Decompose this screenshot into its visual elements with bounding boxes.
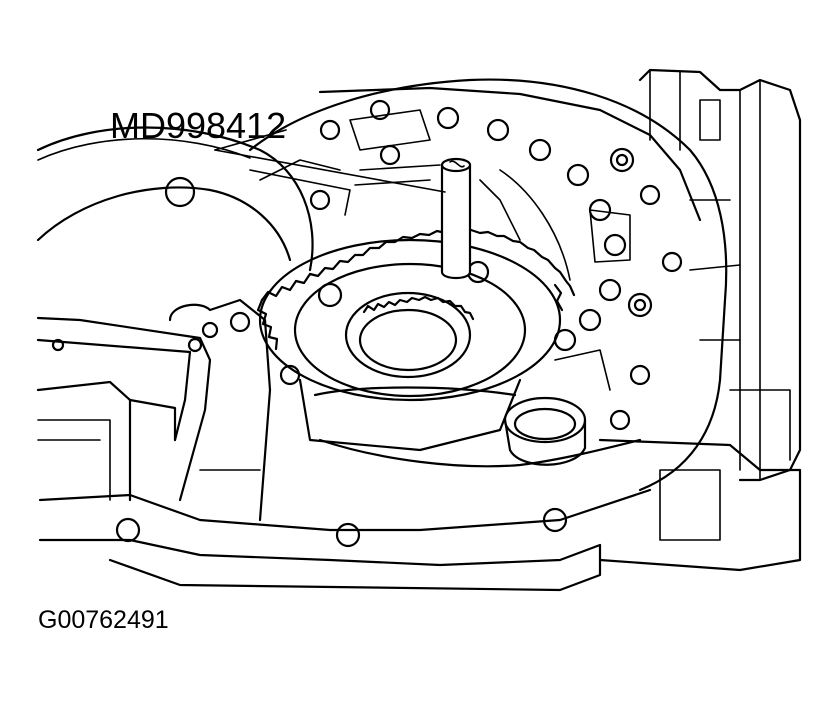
- left-housing-section: [36, 298, 272, 522]
- case-ribs: [249, 109, 631, 391]
- differential-case: [279, 260, 527, 398]
- flange-bolt-holes: [309, 99, 683, 431]
- housing-bore: [36, 126, 314, 272]
- case-outline: [248, 68, 802, 572]
- special-tool-shaft: [440, 157, 472, 280]
- dowel-pins: [609, 147, 653, 318]
- callout-leader: [214, 129, 446, 193]
- tool-number-callout: MD998412: [110, 105, 287, 146]
- figure-id: G00762491: [38, 606, 169, 634]
- oil-seal-bore: [503, 396, 587, 466]
- ring-gear: [256, 228, 576, 402]
